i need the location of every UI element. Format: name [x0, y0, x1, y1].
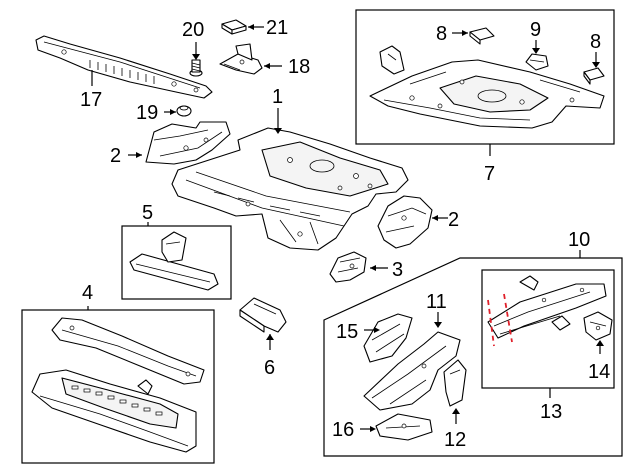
- part-4-lower-panel: [31, 369, 197, 453]
- part-8-bracket-right: [583, 67, 605, 85]
- callout-15: 15: [336, 321, 358, 343]
- callout-11: 11: [426, 291, 447, 313]
- callout-7: 7: [484, 163, 495, 185]
- part-5-rail: [129, 231, 219, 291]
- group-box-13: [481, 269, 615, 389]
- part-3-bracket: [329, 251, 367, 283]
- part-4-upper-panel: [51, 317, 205, 385]
- callout-4: 4: [82, 282, 93, 304]
- callout-12: 12: [444, 429, 466, 451]
- callout-2-right: 2: [448, 209, 459, 231]
- callout-6: 6: [264, 357, 275, 379]
- callout-16: 16: [332, 419, 354, 441]
- callout-10: 10: [568, 229, 590, 251]
- part-15-bracket: [363, 313, 413, 363]
- group-box-4: [21, 309, 215, 464]
- callout-19: 19: [136, 102, 158, 124]
- callout-13: 13: [540, 401, 562, 423]
- callout-8-left: 8: [436, 23, 447, 45]
- part-14-bracket: [583, 311, 613, 341]
- part-11-rail: [363, 331, 461, 411]
- part-20-bolt: [189, 59, 203, 77]
- part-2-right-bracket: [377, 195, 433, 249]
- part-12-bracket: [443, 359, 467, 407]
- callout-20: 20: [182, 19, 204, 41]
- group-box-5: [121, 225, 232, 300]
- callout-18: 18: [288, 56, 310, 78]
- callout-1: 1: [272, 86, 283, 108]
- cut-marker-left: [487, 299, 495, 347]
- part-17-reinforcement: [35, 35, 213, 99]
- callout-2-left: 2: [110, 145, 121, 167]
- callout-3: 3: [392, 259, 403, 281]
- callout-21: 21: [266, 17, 288, 39]
- callout-5: 5: [142, 202, 153, 224]
- part-1-floor-pan: [171, 127, 409, 251]
- callout-8-right: 8: [590, 31, 601, 53]
- part-6-bracket: [239, 297, 287, 333]
- part-7-left-bracket: [379, 45, 405, 75]
- part-13-rocker-rail: [487, 275, 607, 339]
- part-8-bracket-left: [469, 27, 495, 45]
- cut-marker-right: [503, 293, 513, 343]
- part-19-plug: [176, 105, 192, 117]
- callout-14: 14: [588, 361, 610, 383]
- part-2-left-bracket: [145, 121, 231, 165]
- callout-9: 9: [530, 19, 541, 41]
- part-7-floor-panel: [369, 59, 605, 129]
- part-16-plate: [375, 413, 433, 441]
- part-9-bracket: [525, 53, 549, 71]
- part-18-bracket: [219, 43, 263, 75]
- part-21-bracket: [221, 19, 247, 35]
- group-box-10: [323, 257, 623, 457]
- group-box-7: [355, 9, 615, 145]
- callout-17: 17: [80, 89, 102, 111]
